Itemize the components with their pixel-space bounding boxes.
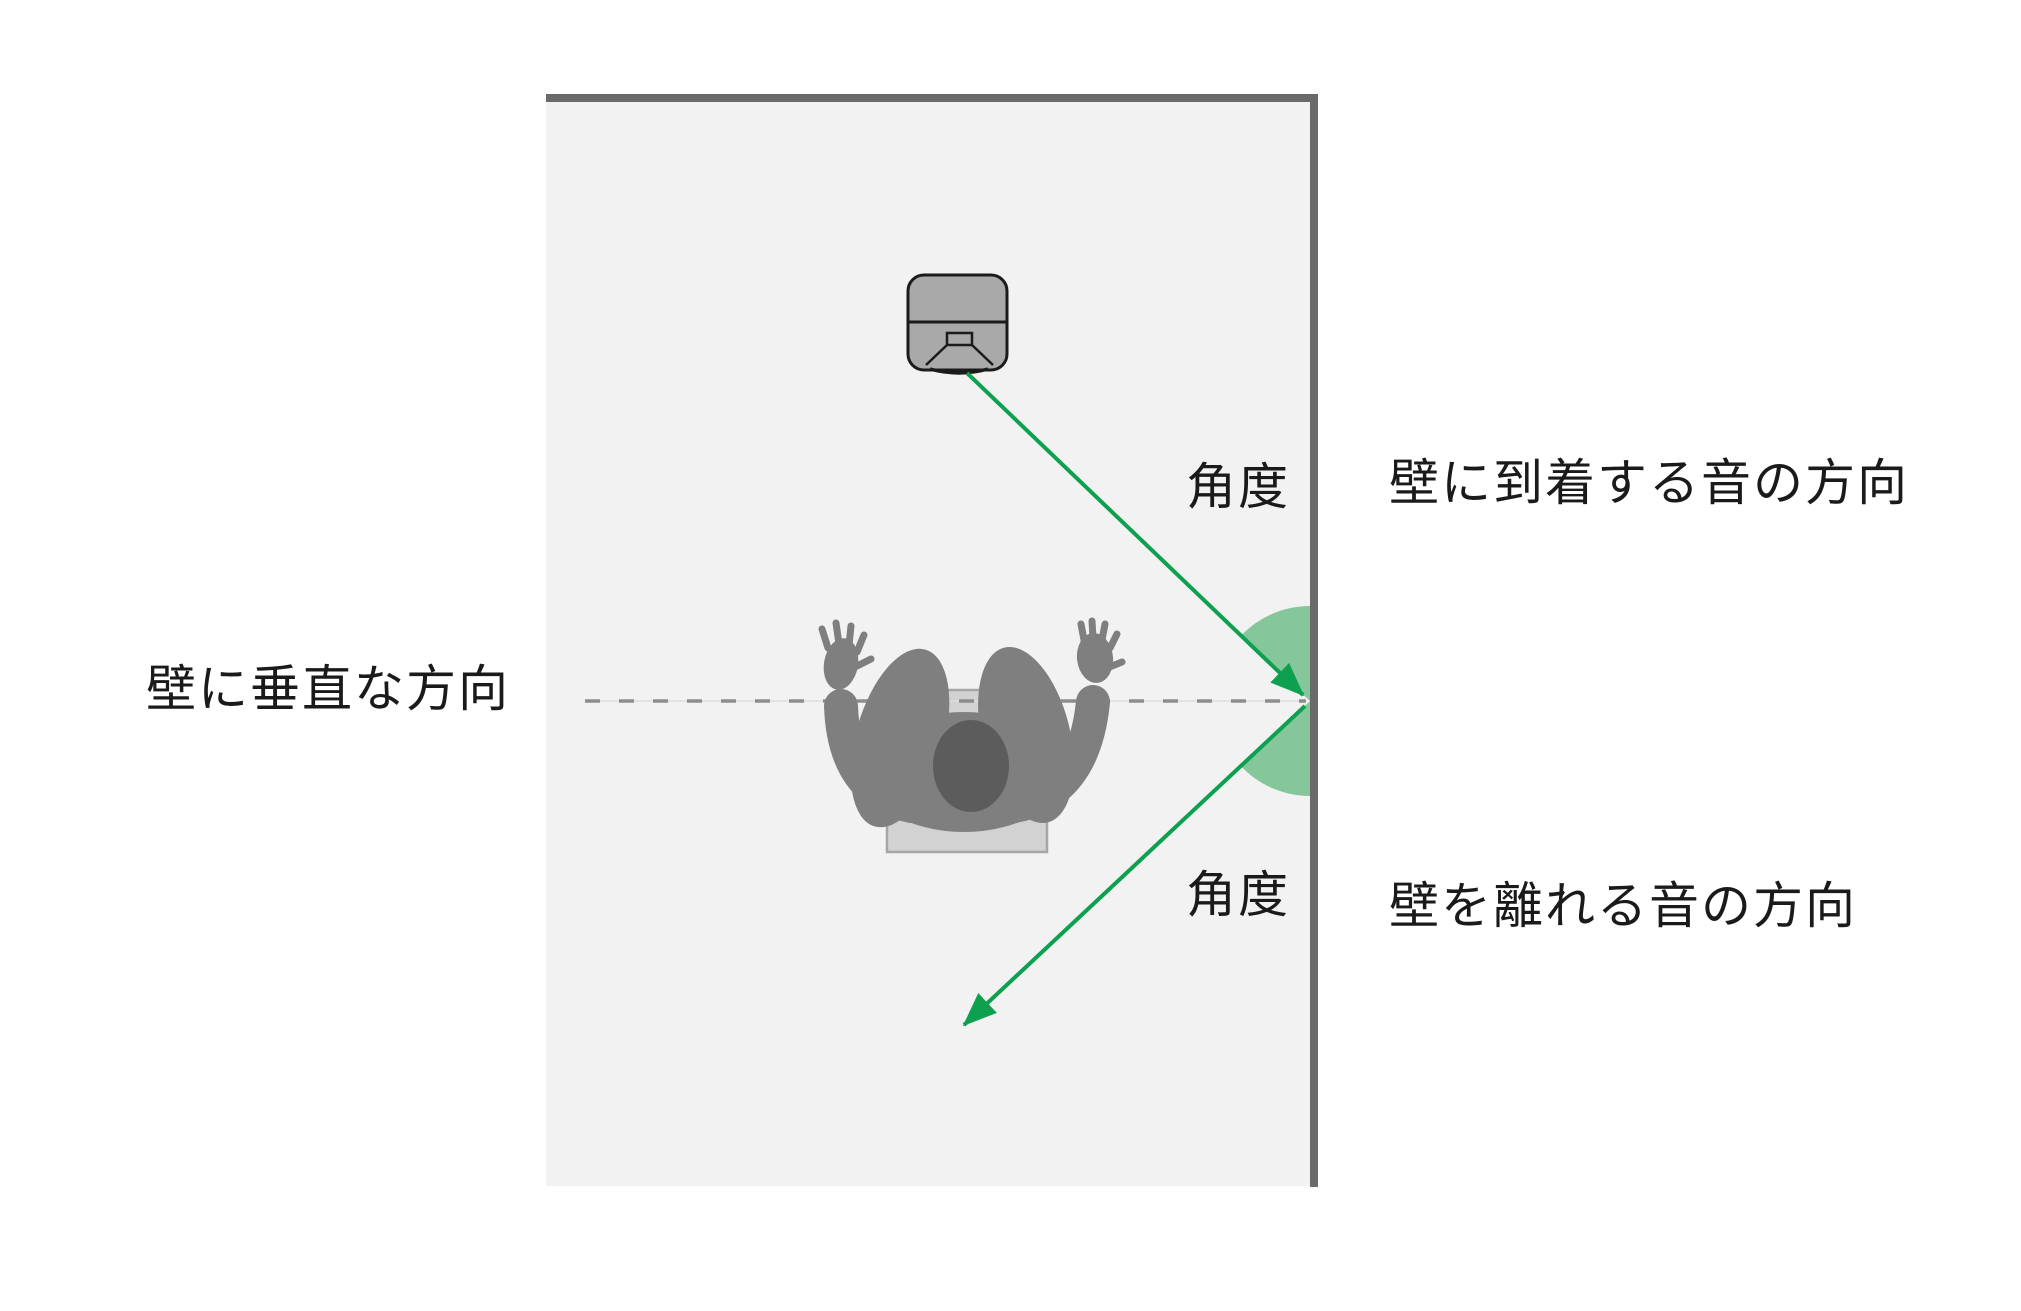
sound-arriving-label: 壁に到着する音の方向 — [1389, 455, 1909, 511]
incidence-angle-label: 角度 — [1186, 459, 1290, 515]
sound-leaving-label: 壁を離れる音の方向 — [1389, 878, 1857, 934]
reflection-angle-sector — [1241, 701, 1310, 796]
wall-right — [1310, 94, 1318, 1187]
reflection-angle-label: 角度 — [1186, 867, 1290, 923]
room-floor — [546, 102, 1310, 1186]
wall-top — [546, 94, 1318, 102]
speaker-front-arc — [929, 367, 989, 375]
right-hand-fingers — [1077, 617, 1126, 672]
left-hand-fingers — [818, 619, 875, 672]
speaker-icon — [906, 273, 1009, 375]
reflected-sound-arrow — [962, 704, 1307, 1027]
listener-person — [818, 617, 1126, 832]
left-arm — [824, 689, 929, 823]
incident-sound-arrow — [965, 371, 1305, 697]
right-arm — [997, 685, 1110, 823]
speaker-cone-lines — [925, 344, 994, 366]
right-hand — [1076, 633, 1114, 683]
head — [933, 720, 1009, 812]
speaker-port — [945, 331, 974, 347]
wall-normal-label: 壁に垂直な方向 — [146, 661, 510, 717]
left-hand — [823, 638, 859, 690]
